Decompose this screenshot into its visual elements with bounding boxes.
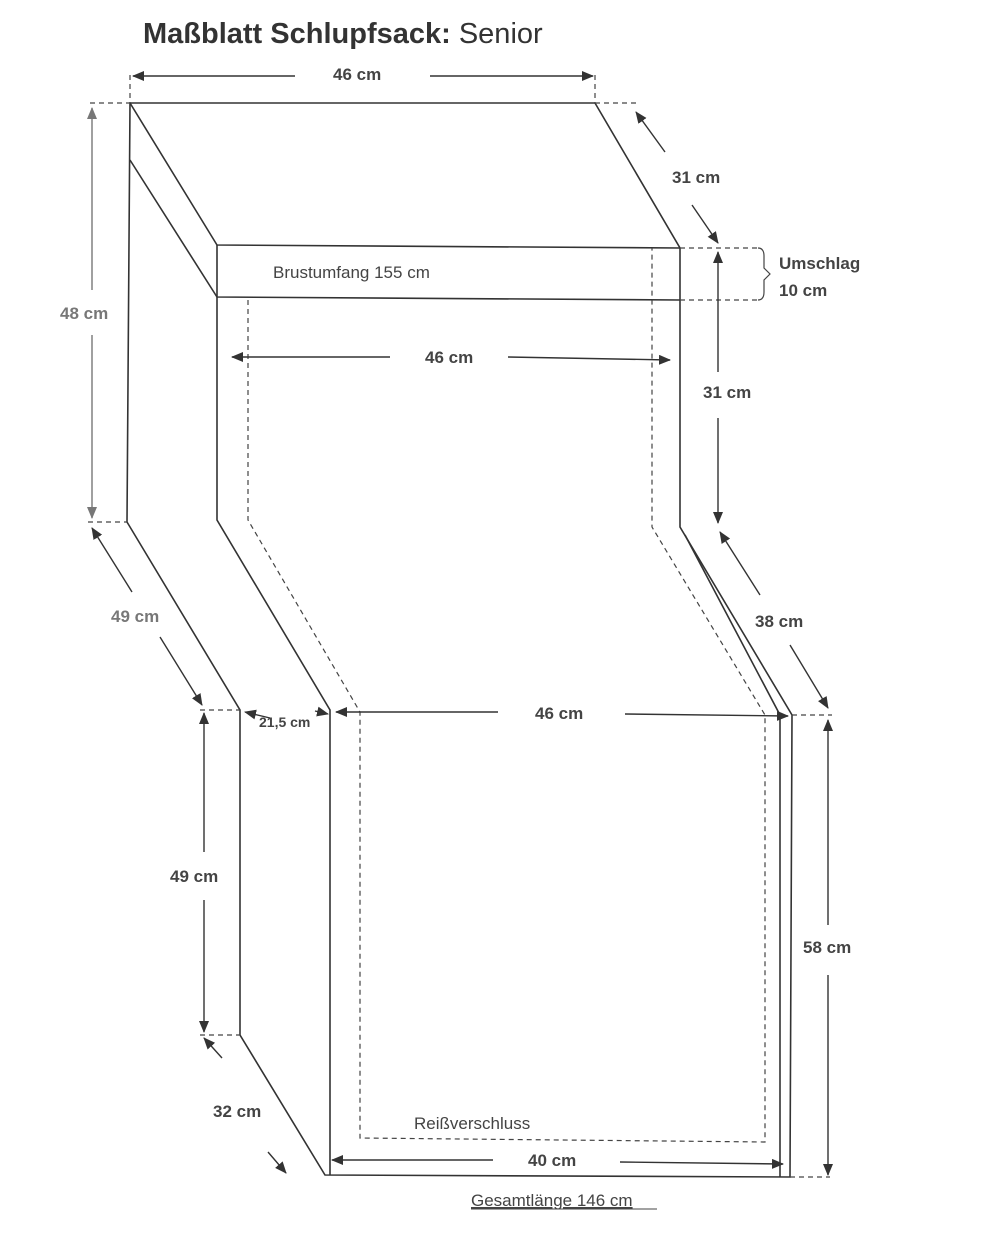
umschlag-brace [757,247,771,301]
umschlag-size-label: 10 cm [779,281,827,300]
arrow [203,1037,223,1059]
inner-front-line [216,245,331,1175]
seam-dashed [247,248,766,1143]
umschlag-label: Umschlag [779,254,860,273]
arrow [267,1151,287,1174]
top-depth-label: 31 cm [672,168,720,187]
right-diagonal-label: 38 cm [755,612,803,631]
page-title: Maßblatt Schlupfsack: Senior [143,18,543,51]
brustumfang-label: Brustumfang 155 cm [273,263,430,282]
title-normal: Senior [450,18,543,50]
arrow [244,709,271,720]
bottom-diagonal-label: 32 cm [213,1102,261,1121]
mid-width-label: 46 cm [425,348,473,367]
arrow [91,527,133,593]
arrow [314,706,329,717]
arrow [624,710,789,721]
outer-contour [126,102,793,1178]
right-lower-height-label: 58 cm [803,938,851,957]
extension-lines [88,75,832,1178]
lower-width-label: 46 cm [535,704,583,723]
bottom-width-label: 40 cm [528,1151,576,1170]
title-bold: Maßblatt Schlupfsack: [143,18,451,50]
left-height-label: 48 cm [60,304,108,323]
zipper-label: Reißverschluss [414,1114,530,1133]
arrow [691,204,719,244]
inner-right-line [684,534,781,1177]
offset-label: 21,5 cm [259,714,310,730]
arrow [719,531,761,596]
arrow [619,1158,784,1169]
right-upper-height-label: 31 cm [703,383,751,402]
top-width-label: 46 cm [333,65,381,84]
total-length-label: Gesamtlänge 146 cm [471,1191,633,1210]
arrow [159,636,203,706]
arrow [789,644,829,709]
arrow [507,354,671,365]
left-diagonal-label: 49 cm [111,607,159,626]
arrow [635,111,666,153]
lower-left-height-label: 49 cm [170,867,218,886]
